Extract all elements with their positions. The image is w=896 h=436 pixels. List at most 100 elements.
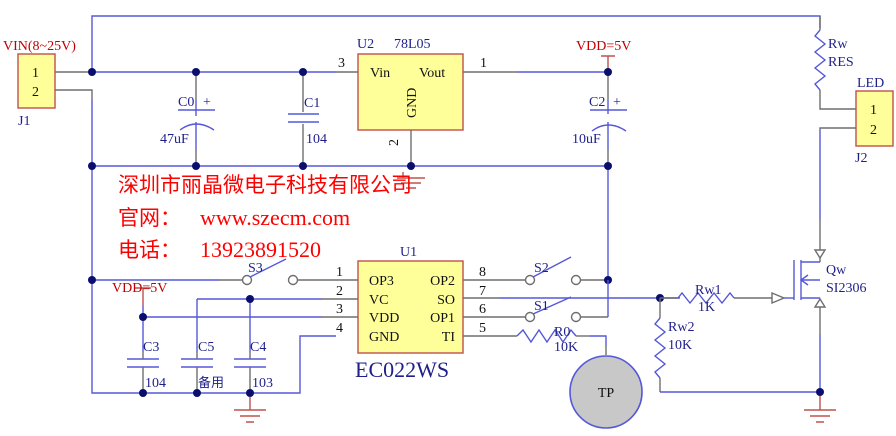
u2-part: 78L05 [394,37,431,52]
s3-contact-left [241,274,253,286]
rw2-value: 10K [668,338,692,353]
c5-ref: C5 [198,340,214,355]
junction-dot [88,276,96,284]
c3-ref: C3 [143,340,159,355]
j2-connector-body [855,90,894,147]
junction-dot [139,313,147,321]
c2-polarity: + [613,95,621,110]
rw-value: RES [828,55,854,70]
touch-pad[interactable] [569,355,643,429]
junction-dot [299,162,307,170]
ground-symbol-u2 [397,172,425,189]
c2-plate-curved [591,124,627,132]
s1-label: S1 [534,299,549,314]
u1-pin2-num: 2 [336,284,343,299]
junction-dot [604,68,612,76]
u2-pin-vin: Vin [370,66,390,81]
junction-dot [816,388,824,396]
rw1-resistor [677,291,735,305]
c5-plates [181,358,213,368]
r0-ref: R0 [554,325,570,340]
s2-contact-right [570,274,582,286]
junction-dot [193,389,201,397]
c0-plate-curved [179,123,215,131]
u2-pin-vout: Vout [419,66,445,81]
c2-value: 10uF [572,132,601,147]
u1-ic-body [357,260,464,354]
junction-dot [139,389,147,397]
u1-pin-vc: VC [369,293,388,308]
u1-pin4-num: 4 [336,321,343,336]
drain-arrow [813,249,827,260]
s2-switch-lever[interactable] [532,256,572,278]
junction-dot [604,162,612,170]
s2-contact-left [524,274,536,286]
c1-value: 104 [306,132,327,147]
junction-dot [88,68,96,76]
j1-connector-body [17,53,56,109]
vdd-symbol-left [135,287,151,306]
wire-r0-to-tp [590,335,607,346]
s1-contact-right [570,311,582,323]
company-name: 深圳市丽晶微电子科技有限公司 [118,173,412,197]
tp-label: TP [598,386,615,401]
j2-pin2-label: 2 [870,123,877,138]
c0-ref: C0 [178,95,194,110]
wire-ground-left [91,100,336,394]
s1-contact-left [524,311,536,323]
rw1-ref: Rw1 [695,283,721,298]
u2-pin-gnd: GND [405,88,420,118]
rw2-ref: Rw2 [668,320,694,335]
u2-pin3-num: 3 [338,56,345,71]
u1-pin6-num: 6 [479,302,486,317]
c0-value: 47uF [160,132,189,147]
u2-ref: U2 [357,37,374,52]
c1-ref: C1 [304,96,320,111]
r0-resistor [516,328,577,344]
wire-j2-pin2 [819,127,856,130]
u1-pin1-num: 1 [336,265,343,280]
u1-pin3-num: 3 [336,302,343,317]
u2-pin2-num: 2 [387,139,402,146]
c4-ref: C4 [250,340,266,355]
u1-pin-op1: OP1 [430,311,455,326]
u1-pin7-num: 7 [479,284,486,299]
s3-switch-lever[interactable] [249,258,287,278]
u2-pin1-num: 1 [480,56,487,71]
s2-label: S2 [534,261,549,276]
u1-part: EC022WS [355,357,449,382]
website-url[interactable]: www.szecm.com [200,205,350,230]
j2-name: LED [857,76,884,91]
j2-ref: J2 [855,151,867,166]
ground-symbol-left [234,397,266,423]
u1-pin5-num: 5 [479,321,486,336]
vdd-label-left: VDD=5V [112,281,167,296]
gate-arrow [771,291,786,305]
j2-pin1-label: 1 [870,103,877,118]
c4-value: 103 [252,376,273,391]
u1-pin-op2: OP2 [430,274,455,289]
rw-resistor [813,29,827,91]
wire-rw-to-j2 [819,90,856,110]
qw-part: SI2306 [826,281,866,296]
r0-value: 10K [554,340,578,355]
mosfet-qw [793,260,820,300]
c0-polarity: + [203,95,211,110]
s1-switch-lever[interactable] [532,296,572,315]
j1-ref: J1 [18,114,30,129]
vin-label: VIN(8~25V) [3,39,76,54]
phone-number: 13923891520 [200,237,321,262]
c2-ref: C2 [589,95,605,110]
u1-pin8-num: 8 [479,265,486,280]
junction-dot [246,295,254,303]
c1-plates [288,113,319,123]
qw-ref: Qw [826,263,847,278]
u1-pin-gnd: GND [369,330,399,345]
website-label: 官网： [118,206,181,230]
u1-pin-op3: OP3 [369,274,394,289]
s3-contact-right [287,274,299,286]
rw-ref: Rw [828,37,848,52]
c3-plates [127,358,159,368]
